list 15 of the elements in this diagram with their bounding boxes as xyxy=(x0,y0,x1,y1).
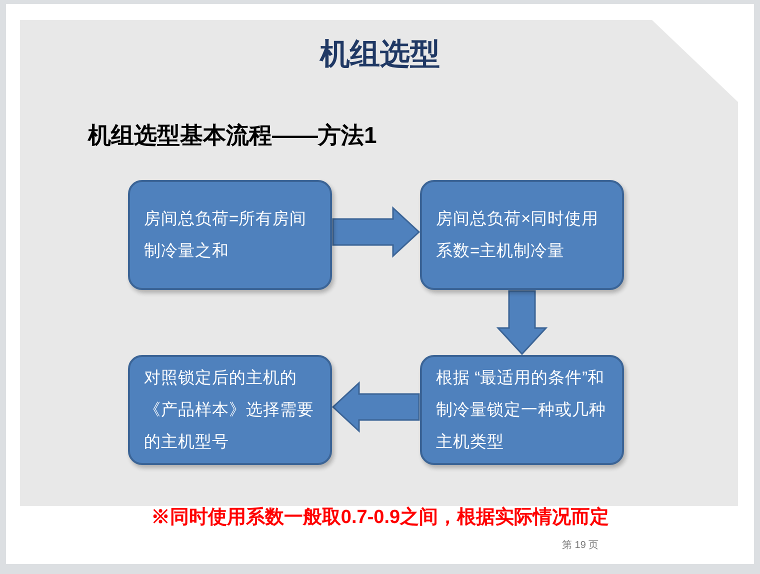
page-number: 第 19 页 xyxy=(562,539,599,553)
process-box xyxy=(420,180,624,290)
box-text: 对照锁定后的主机的《产品样本》选择需要的主机型号 xyxy=(144,368,315,453)
process-box xyxy=(128,355,332,465)
subtitle: 机组选型基本流程——方法1 xyxy=(88,121,377,150)
box-text: 根据 “最适用的条件”和制冷量锁定一种或几种主机类型 xyxy=(436,368,607,453)
block-arrow xyxy=(496,290,548,356)
process-box xyxy=(128,180,332,290)
block-arrow xyxy=(332,381,420,433)
block-arrow xyxy=(332,206,420,258)
note-text: ※同时使用系数一般取0.7-0.9之间，根据实际情况而定 xyxy=(150,506,610,530)
process-box xyxy=(420,355,624,465)
title: 机组选型 xyxy=(320,37,440,73)
box-text: 房间总负荷×同时使用系数=主机制冷量 xyxy=(436,209,600,262)
box-text: 房间总负荷=所有房间制冷量之和 xyxy=(144,209,308,262)
